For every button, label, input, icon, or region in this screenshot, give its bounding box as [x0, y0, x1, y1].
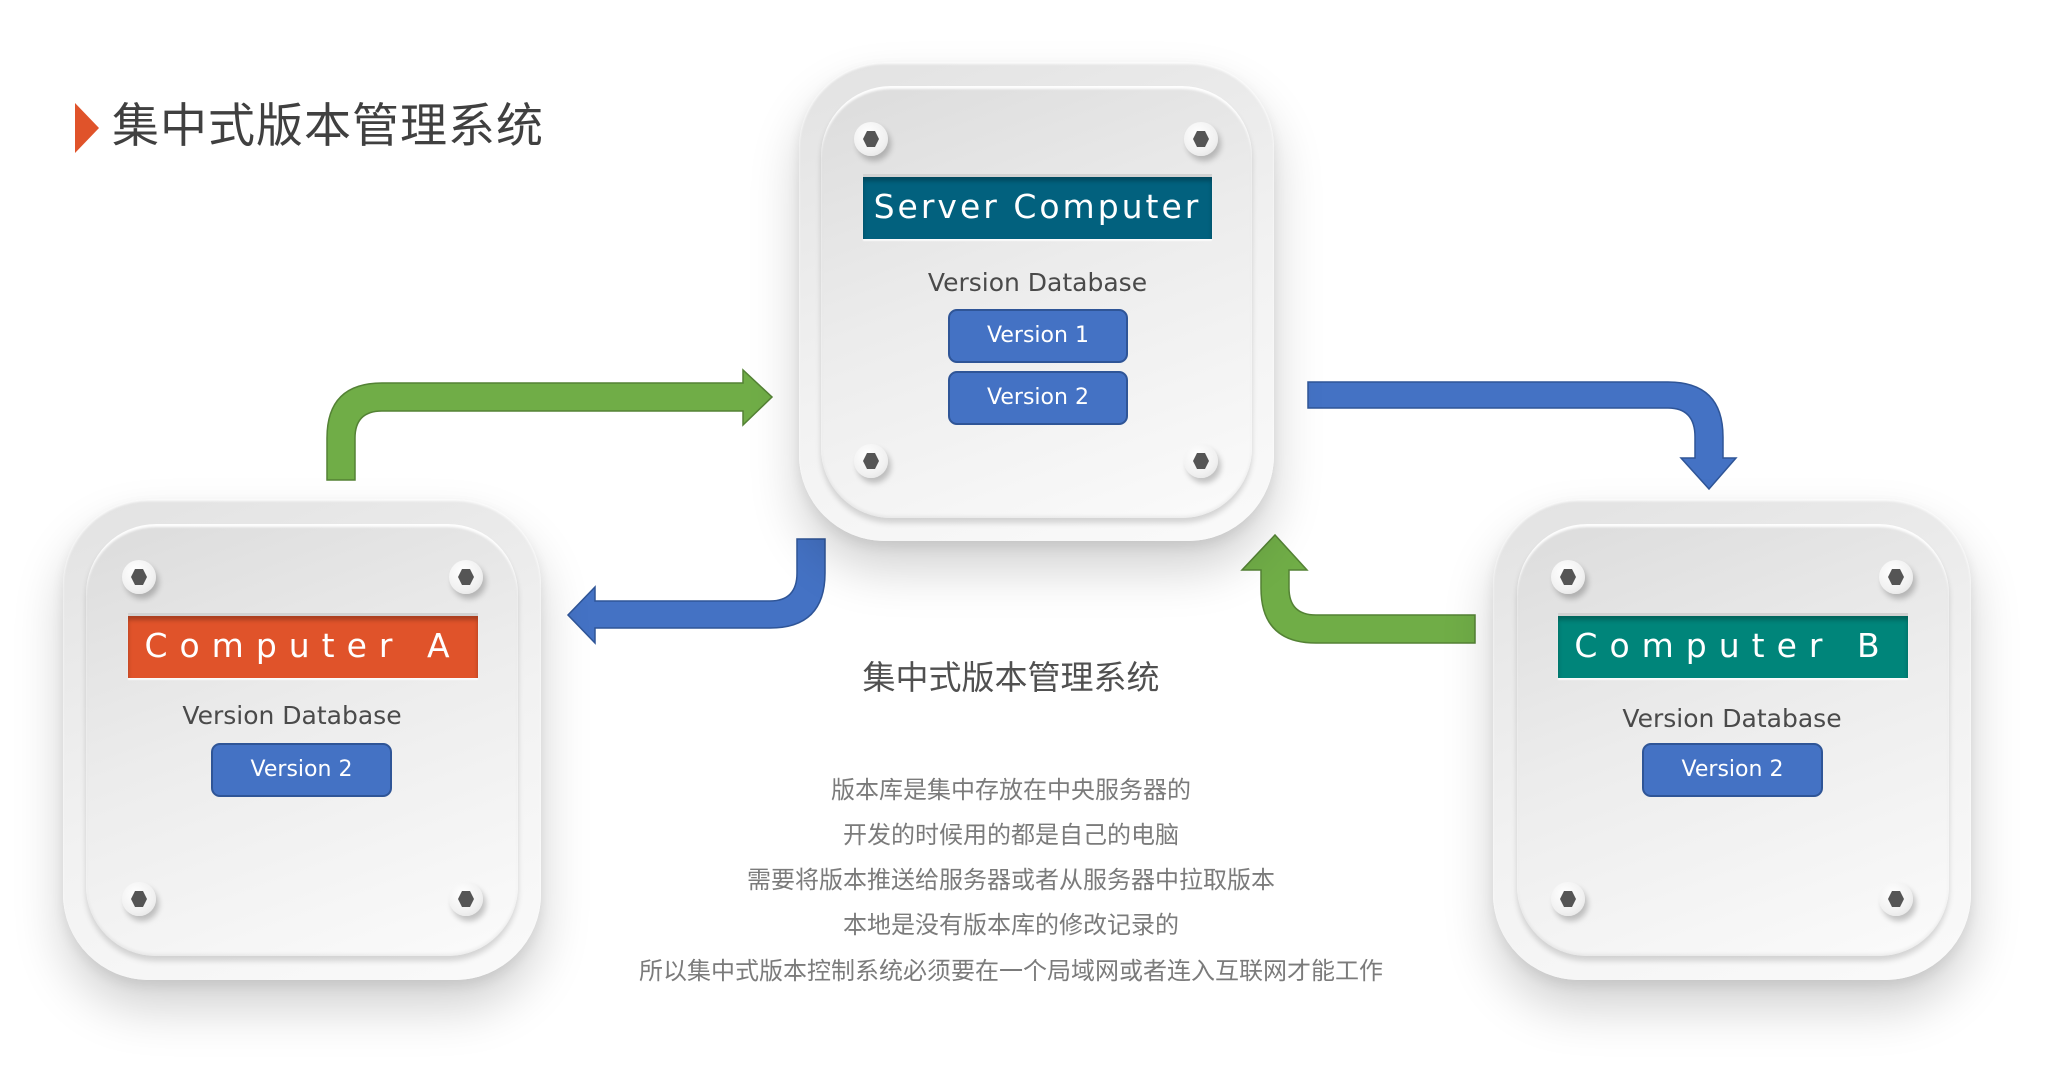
- arrow-server-to-b: [1307, 381, 1738, 491]
- computer-a-header: Computer A: [128, 613, 478, 678]
- description-line: 需要将版本推送给服务器或者从服务器中拉取版本: [747, 866, 1275, 894]
- computer-b-panel: [1517, 524, 1949, 956]
- title-marker-icon: [75, 103, 99, 153]
- bolt-icon: [1184, 444, 1218, 478]
- bolt-icon: [854, 444, 888, 478]
- computer-b-header: Computer B: [1558, 613, 1908, 678]
- computer-a-db-label: Version Database: [182, 701, 402, 730]
- bolt-icon: [1879, 560, 1913, 594]
- bolt-icon: [1551, 560, 1585, 594]
- bolt-icon: [854, 122, 888, 156]
- computer-b-version-2: Version 2: [1642, 743, 1823, 797]
- computer-a-panel: [86, 524, 518, 956]
- arrow-a-to-server: [326, 368, 774, 481]
- description-line: 版本库是集中存放在中央服务器的: [831, 776, 1191, 804]
- computer-b-db-label: Version Database: [1622, 704, 1842, 733]
- bolt-icon: [122, 560, 156, 594]
- server-header: Server Computer: [863, 174, 1212, 239]
- bolt-icon: [1551, 882, 1585, 916]
- diagram-subtitle: 集中式版本管理系统: [862, 658, 1160, 697]
- description-line: 本地是没有版本库的修改记录的: [843, 911, 1179, 939]
- bolt-icon: [1184, 122, 1218, 156]
- bolt-icon: [1879, 882, 1913, 916]
- server-db-label: Version Database: [927, 268, 1148, 297]
- server-version-1: Version 1: [948, 309, 1128, 363]
- arrow-b-to-server: [1240, 533, 1476, 644]
- server-version-2: Version 2: [948, 371, 1128, 425]
- bolt-icon: [449, 560, 483, 594]
- bolt-icon: [122, 882, 156, 916]
- server-card-panel: [821, 86, 1252, 518]
- arrow-server-to-a: [566, 538, 826, 645]
- description-line: 开发的时候用的都是自己的电脑: [843, 821, 1179, 849]
- description-line: 所以集中式版本控制系统必须要在一个局域网或者连入互联网才能工作: [639, 957, 1383, 985]
- bolt-icon: [449, 882, 483, 916]
- computer-a-version-2: Version 2: [211, 743, 392, 797]
- page-title: 集中式版本管理系统: [112, 99, 544, 154]
